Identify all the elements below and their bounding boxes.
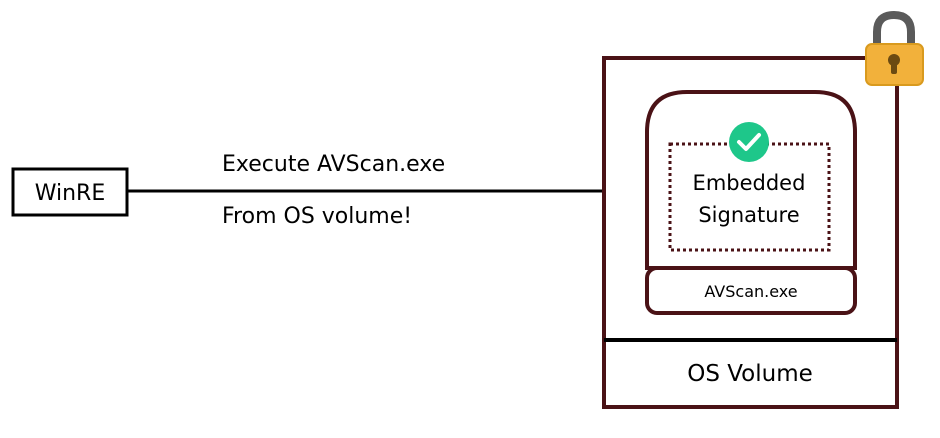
- avscan-file: AVScan.exe Embedded Signature: [645, 90, 857, 315]
- padlock-icon: [865, 10, 924, 86]
- arrow-label-line2: From OS volume!: [222, 204, 412, 229]
- os-volume-label: OS Volume: [687, 361, 813, 387]
- file-name-label: AVScan.exe: [704, 282, 797, 301]
- winre-label: WinRE: [35, 181, 106, 206]
- file-name-bar: [645, 266, 857, 315]
- check-circle-icon: [729, 122, 769, 162]
- signature-label-line2: Signature: [698, 203, 799, 227]
- arrow-label-line1: Execute AVScan.exe: [222, 152, 445, 177]
- signature-label-line1: Embedded: [693, 171, 806, 195]
- execute-arrow: Execute AVScan.exe From OS volume!: [127, 152, 648, 229]
- file-body: [645, 90, 857, 270]
- winre-node: WinRE: [11, 167, 129, 217]
- winre-box: [11, 167, 129, 217]
